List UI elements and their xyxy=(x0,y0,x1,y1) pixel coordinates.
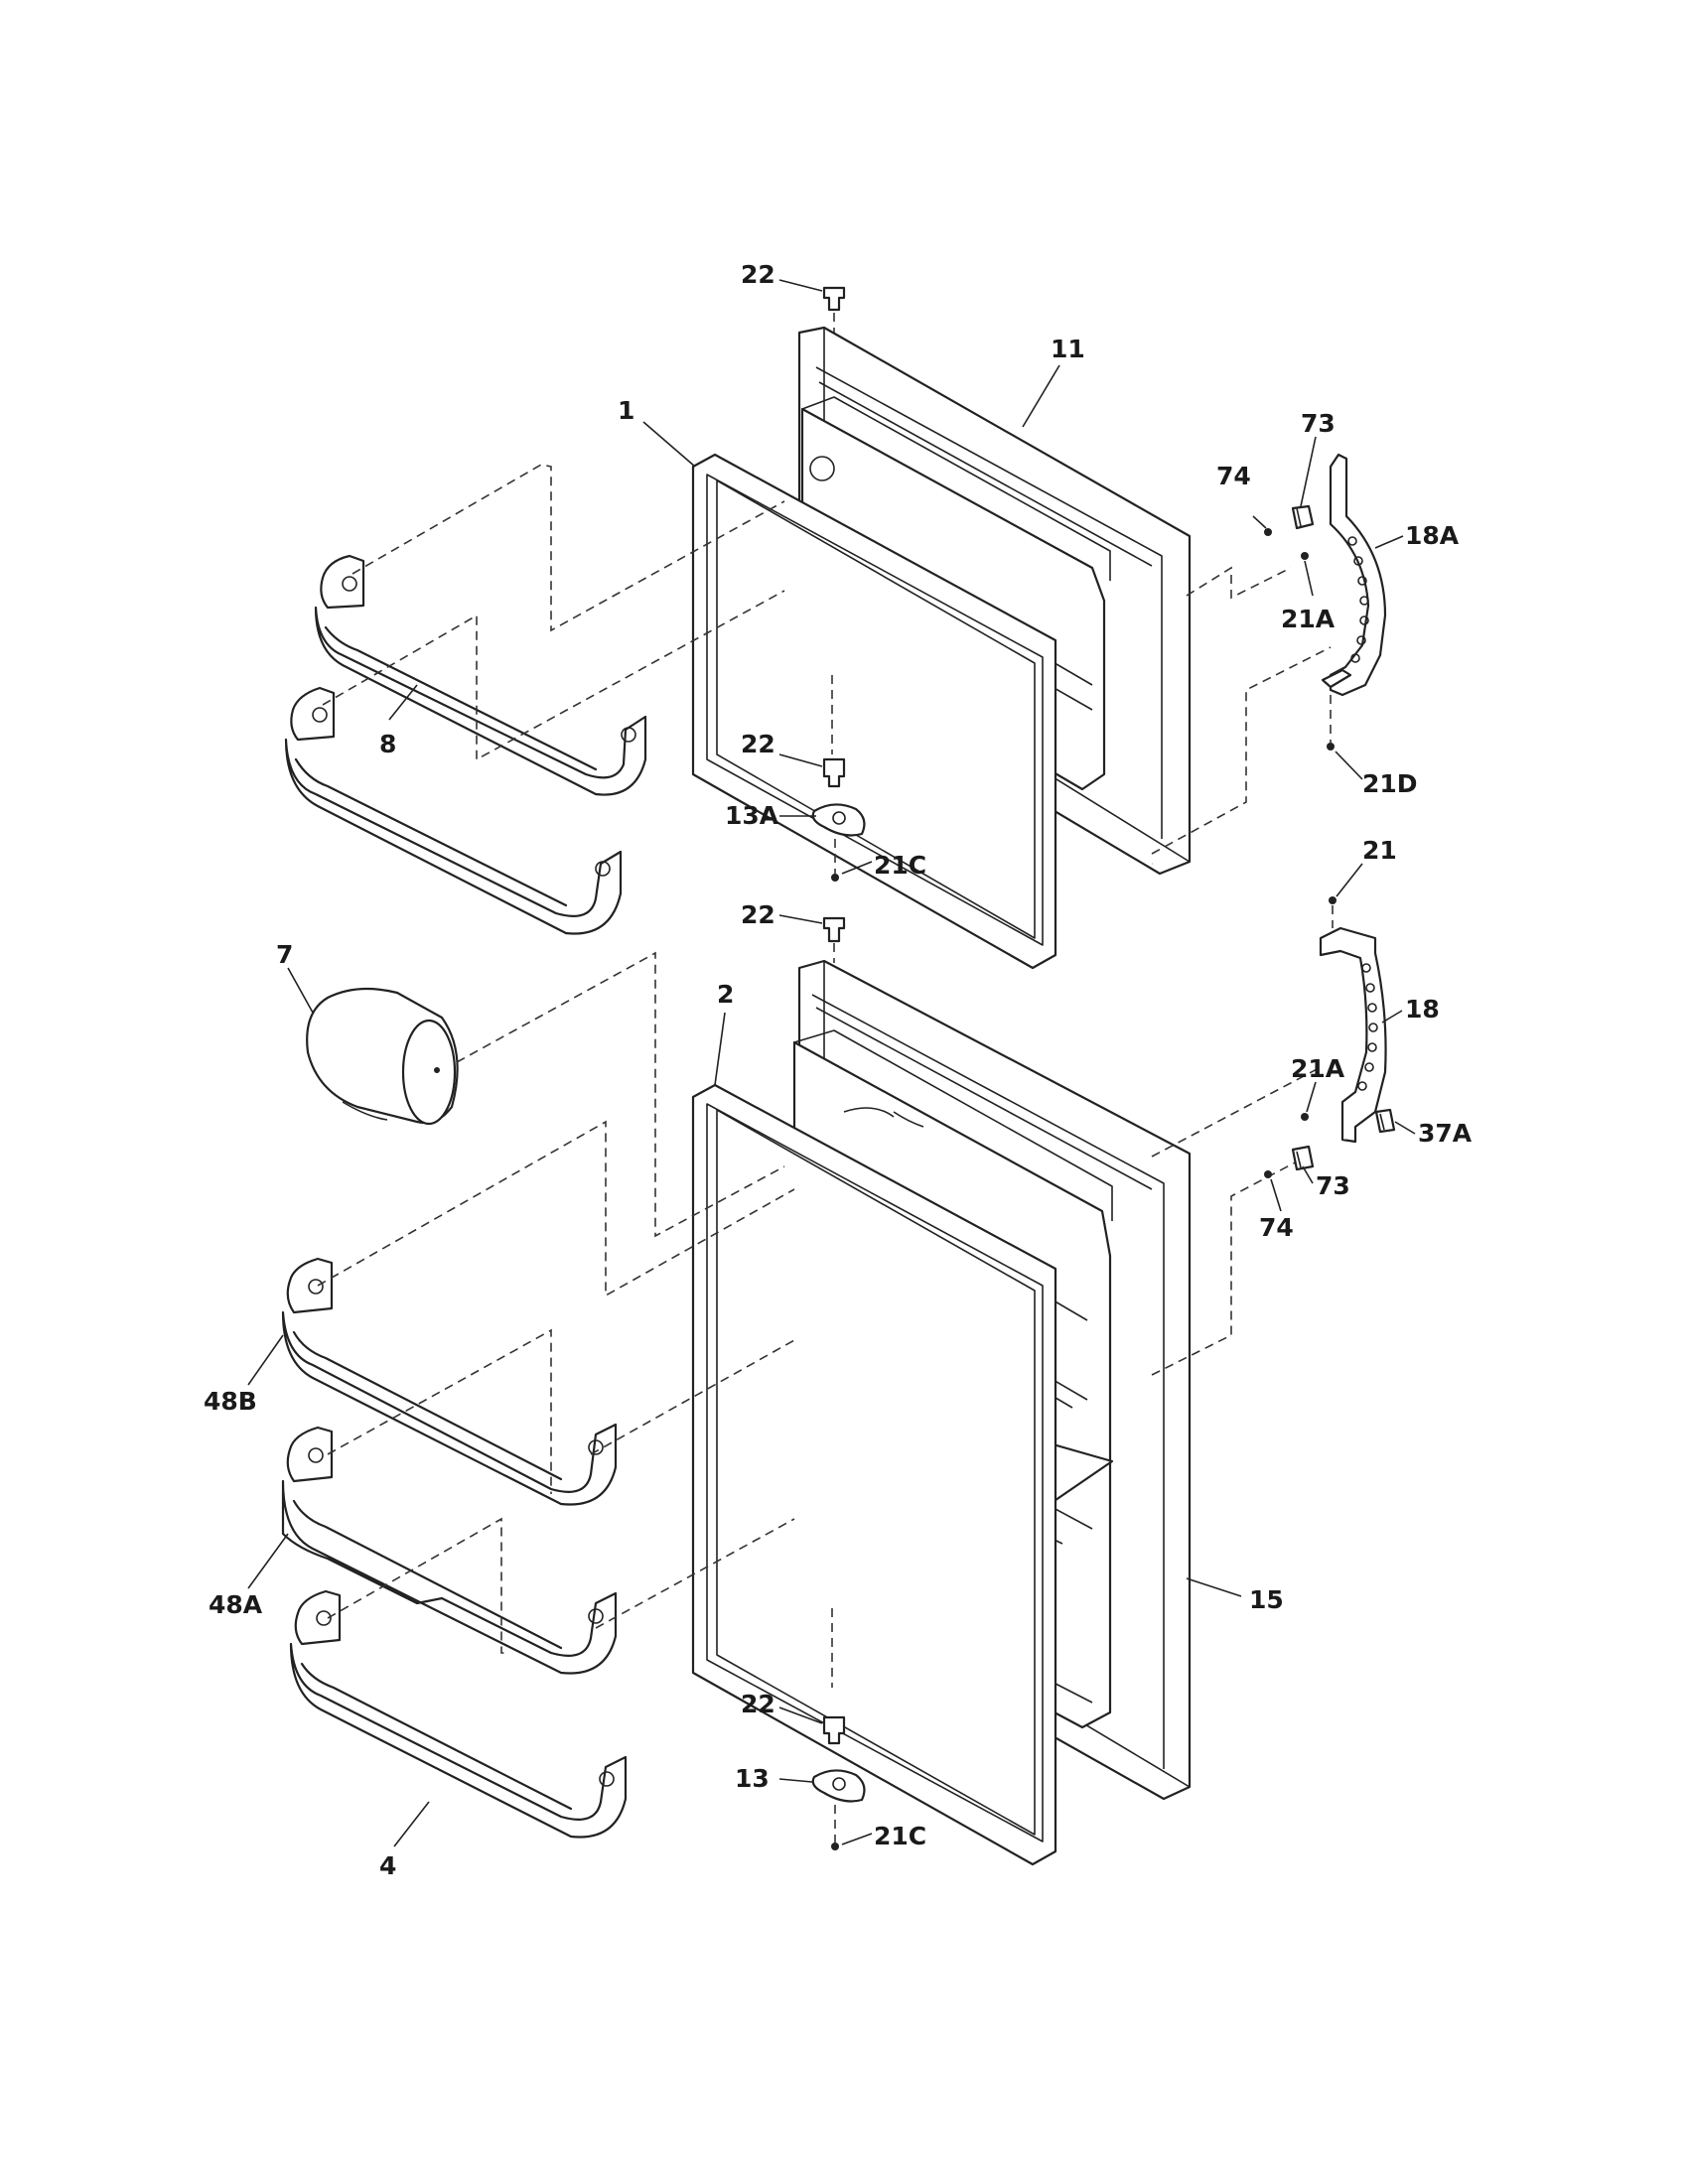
callout-15: 15 xyxy=(1249,1585,1284,1614)
callout-73-bottom: 73 xyxy=(1316,1171,1350,1200)
lower-assembly-lines xyxy=(317,951,1322,1654)
hinge-pin-top-22 xyxy=(822,286,846,312)
shelf-48B xyxy=(286,1257,334,1314)
handle-cap-37A xyxy=(1374,1108,1396,1134)
handle-clip-73-upper xyxy=(1291,504,1315,530)
callout-21A-top: 21A xyxy=(1281,605,1336,633)
callout-74-bottom: 74 xyxy=(1259,1213,1294,1242)
callout-8: 8 xyxy=(379,730,396,758)
callout-13: 13 xyxy=(735,1764,770,1793)
callout-21: 21 xyxy=(1362,836,1397,865)
hinge-bracket-13 xyxy=(811,1769,866,1803)
callout-11: 11 xyxy=(1051,335,1085,363)
shelf-4 xyxy=(294,1589,342,1646)
hinge-bracket-13A xyxy=(811,803,866,837)
fresh-food-door-handle xyxy=(1319,926,1387,1144)
hinge-pin-bottom-22 xyxy=(822,1715,846,1745)
callout-48B: 48B xyxy=(204,1387,257,1416)
callout-22-freezer-bottom: 22 xyxy=(741,730,775,758)
callout-4: 4 xyxy=(379,1851,396,1880)
callout-22-bottom: 22 xyxy=(741,1690,775,1718)
hinge-pin-mid-22 xyxy=(822,757,846,788)
callout-73-top: 73 xyxy=(1301,409,1336,438)
freezer-door-assembly xyxy=(691,326,1192,970)
callout-37A: 37A xyxy=(1418,1119,1473,1148)
callout-18A: 18A xyxy=(1405,521,1460,550)
callout-1: 1 xyxy=(618,396,634,425)
butter-bin-7 xyxy=(306,987,459,1126)
callout-2: 2 xyxy=(717,980,734,1009)
hinge-pin-lower-top-22 xyxy=(822,916,846,943)
freezer-handle-18A xyxy=(1264,453,1387,751)
callout-48A: 48A xyxy=(209,1590,263,1619)
fresh-food-shelves xyxy=(281,1257,628,1839)
lower-hinge-parts xyxy=(811,916,866,1850)
callout-7: 7 xyxy=(276,940,293,969)
callout-21A-bottom: 21A xyxy=(1291,1054,1345,1083)
callout-22-lower-top: 22 xyxy=(741,900,775,929)
freezer-door-handle xyxy=(1329,453,1387,697)
fresh-food-door-assembly xyxy=(691,959,1192,1866)
callout-labels: 22 11 1 73 74 18A 21A 22 8 13A 21C 21D 2… xyxy=(204,260,1473,1880)
callout-18: 18 xyxy=(1405,995,1440,1024)
callout-21C-bottom: 21C xyxy=(874,1822,926,1850)
callout-22-top: 22 xyxy=(741,260,775,289)
leader-lines xyxy=(247,279,1416,1847)
callout-21C-top: 21C xyxy=(874,851,926,880)
callout-74-top: 74 xyxy=(1216,462,1251,490)
callout-21D: 21D xyxy=(1362,769,1418,798)
handle-clip-73-lower xyxy=(1291,1145,1315,1171)
shelf-48A xyxy=(286,1426,334,1483)
callout-13A: 13A xyxy=(725,801,779,830)
upper-assembly-lines xyxy=(322,464,1332,855)
fresh-food-handle-18 xyxy=(1264,896,1396,1178)
upper-hinge-parts xyxy=(811,286,866,882)
freezer-door-shelves-8 xyxy=(284,554,647,935)
freezer-door-gasket xyxy=(691,453,1057,970)
